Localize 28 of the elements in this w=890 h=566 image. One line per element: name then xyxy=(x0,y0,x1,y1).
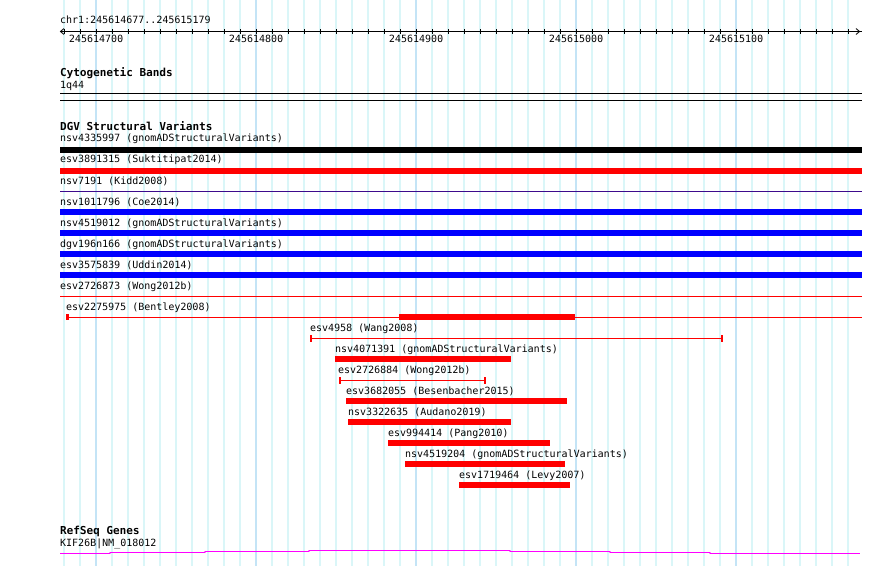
gene-label: KIF26B|NM_018012 xyxy=(60,538,156,550)
variant-label: nsv4335997 (gnomADStructuralVariants) xyxy=(60,133,283,145)
variant-label: esv2726884 (Wong2012b) xyxy=(338,365,470,377)
variant-label: dgv196n166 (gnomADStructuralVariants) xyxy=(60,239,283,251)
variant-label: nsv7191 (Kidd2008) xyxy=(60,176,168,188)
variant-label: esv994414 (Pang2010) xyxy=(388,428,508,440)
variant-label: nsv4519012 (gnomADStructuralVariants) xyxy=(60,218,283,230)
region-label: chr1:245614677..245615179 xyxy=(60,15,211,27)
variant-label: esv2726873 (Wong2012b) xyxy=(60,281,192,293)
variant-label: esv3575839 (Uddin2014) xyxy=(60,260,192,272)
variant-label: nsv4071391 (gnomADStructuralVariants) xyxy=(335,344,558,356)
variant-label: esv3682055 (Besenbacher2015) xyxy=(346,386,515,398)
track-title: DGV Structural Variants xyxy=(60,121,212,133)
axis-tick-label: 245614900 xyxy=(388,34,444,46)
variant-label: nsv1011796 (Coe2014) xyxy=(60,197,180,209)
axis-tick-label: 245615100 xyxy=(708,34,764,46)
variant-label: esv3891315 (Suktitipat2014) xyxy=(60,154,223,166)
track-title: Cytogenetic Bands xyxy=(60,67,173,79)
variant-label: esv2275975 (Bentley2008) xyxy=(66,302,210,314)
variant-label: nsv4519204 (gnomADStructuralVariants) xyxy=(405,449,628,461)
track-title: RefSeq Genes xyxy=(60,525,140,537)
band-label: 1q44 xyxy=(60,80,84,92)
axis-tick-label: 245614800 xyxy=(228,34,284,46)
variant-label: esv1719464 (Levy2007) xyxy=(459,470,586,482)
axis-tick-label: 245614700 xyxy=(68,34,124,46)
variant-label: nsv3322635 (Audano2019) xyxy=(348,407,486,419)
axis-tick-label: 245615000 xyxy=(548,34,604,46)
variant-label: esv4958 (Wang2008) xyxy=(310,323,418,335)
